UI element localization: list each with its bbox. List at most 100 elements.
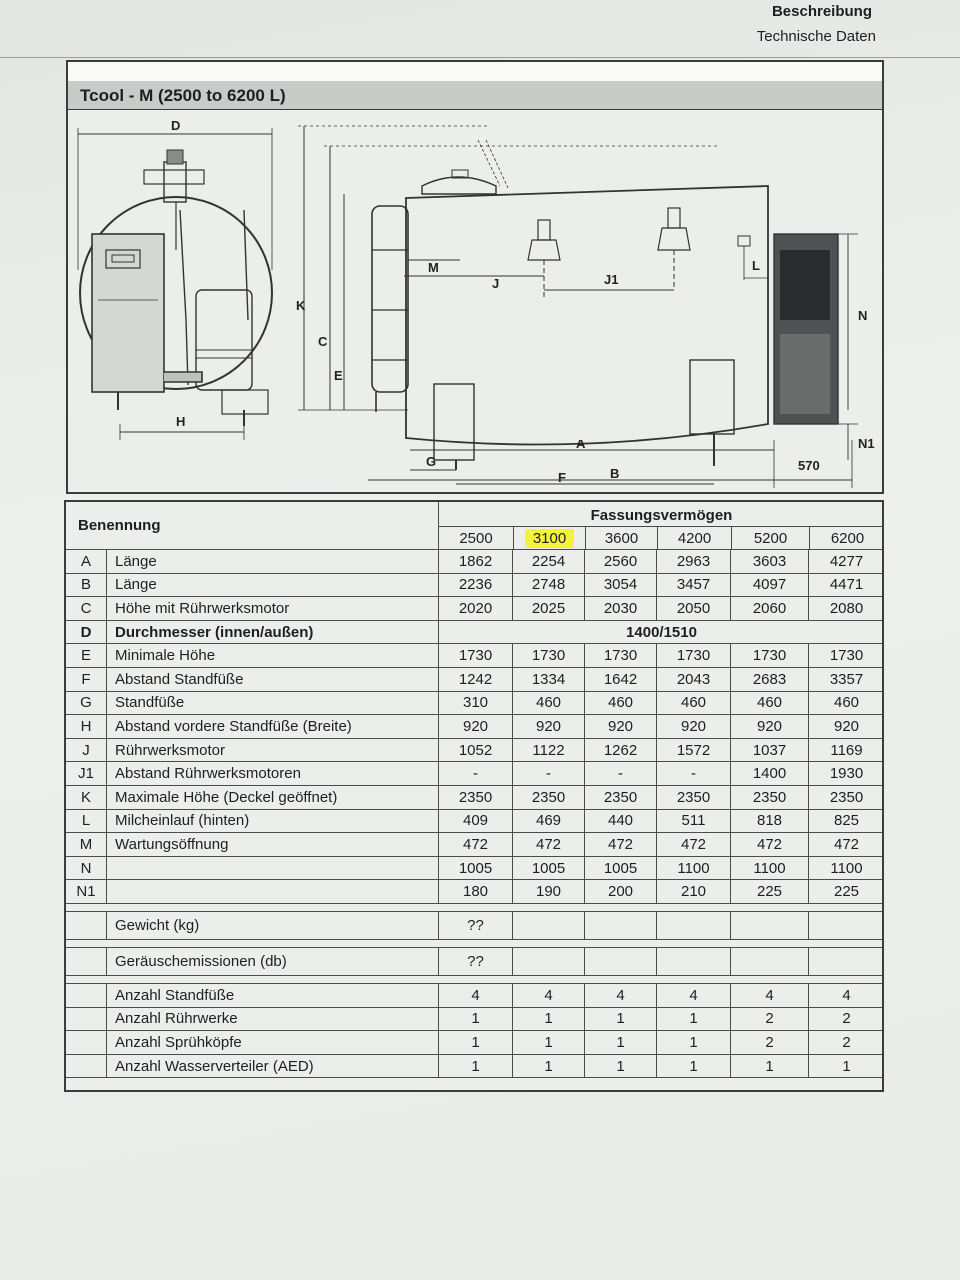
row-value: 2025	[512, 597, 584, 620]
capacity-value: 6200	[830, 530, 865, 547]
capacity-label: Fassungsvermögen	[590, 507, 733, 524]
capacity-2500: 2500	[439, 527, 513, 550]
row-value: 818	[730, 809, 808, 833]
row-value: 1262	[584, 738, 656, 762]
row-value: 460	[584, 691, 656, 715]
dim-label-l: L	[752, 258, 760, 273]
row-code: N1	[76, 883, 96, 901]
row-code	[66, 984, 106, 1007]
row-code	[66, 1008, 106, 1031]
dim-label-f: F	[558, 470, 566, 485]
row-value: 472	[584, 833, 656, 856]
row-value: 1	[584, 1054, 656, 1078]
row-value: 4	[808, 984, 884, 1007]
row-value: 2	[730, 1031, 808, 1054]
row-value: 180	[438, 880, 512, 903]
row-value: 920	[584, 715, 656, 738]
row-value: 1	[438, 1054, 512, 1078]
row-value: 920	[438, 715, 512, 738]
dim-label-570: 570	[798, 458, 820, 473]
dim-label-k: K	[296, 298, 306, 313]
row-value: 920	[808, 715, 884, 738]
row-value: 1862	[438, 550, 512, 573]
row-value: 1	[584, 1031, 656, 1054]
row-code: E	[80, 647, 91, 665]
row-value: -	[438, 762, 512, 785]
row-label: Höhe mit Rührwerksmotor	[106, 597, 438, 620]
row-value: 1	[656, 1007, 730, 1031]
row-value: 1	[584, 1007, 656, 1031]
tank-drawing: D H K C E	[77, 118, 875, 485]
row-value: 440	[584, 809, 656, 833]
row-value: 1169	[808, 738, 884, 762]
row-code: B	[80, 576, 91, 594]
header-divider	[0, 57, 960, 58]
row-code: C	[80, 599, 92, 617]
row-label: Abstand Rührwerksmotoren	[106, 762, 438, 785]
row-value	[808, 948, 884, 975]
row-code: L	[81, 812, 91, 830]
row-value	[730, 912, 808, 939]
row-value: 310	[438, 691, 512, 715]
row-label: Wartungsöffnung	[106, 833, 438, 856]
row-value: 472	[730, 833, 808, 856]
row-label: Rührwerksmotor	[106, 738, 438, 762]
row-value: 2020	[438, 597, 512, 620]
row-value	[512, 948, 584, 975]
row-value: 4	[730, 984, 808, 1007]
capacity-value: 3600	[604, 530, 639, 547]
row-code: A	[80, 552, 91, 570]
benennung-header: Benennung	[78, 517, 161, 534]
dim-label-d: D	[171, 118, 180, 133]
table-spacer	[66, 940, 882, 948]
row-value: 1730	[512, 644, 584, 667]
row-value: 1122	[512, 738, 584, 762]
row-value	[656, 912, 730, 939]
dim-label-b: B	[610, 466, 619, 481]
row-label: Länge	[106, 550, 438, 573]
row-label: Anzahl Rührwerke	[106, 1007, 438, 1031]
row-value: 1005	[512, 856, 584, 880]
row-code	[66, 948, 106, 975]
row-value	[656, 948, 730, 975]
row-value: 511	[656, 809, 730, 833]
row-value: 2	[808, 1031, 884, 1054]
drawing-title: Tcool - M (2500 to 6200 L)	[80, 86, 286, 105]
dim-label-m: M	[428, 260, 439, 275]
table-spacer	[66, 904, 882, 912]
row-code	[66, 1031, 106, 1054]
row-value: 2963	[656, 550, 730, 573]
row-value: 2748	[512, 573, 584, 597]
row-value: 3054	[584, 573, 656, 597]
row-code: N	[80, 859, 92, 877]
row-value: 2060	[730, 597, 808, 620]
row-value: 2043	[656, 668, 730, 691]
row-code: H	[80, 717, 92, 735]
row-value: 1052	[438, 738, 512, 762]
row-value: 2050	[656, 597, 730, 620]
row-value: 1	[808, 1054, 884, 1078]
row-value: -	[656, 762, 730, 785]
capacity-6200: 6200	[809, 527, 885, 550]
row-value: 472	[438, 833, 512, 856]
capacity-value: 2500	[459, 530, 493, 547]
row-value: 1	[512, 1054, 584, 1078]
row-value: 1930	[808, 762, 884, 785]
row-value: 469	[512, 809, 584, 833]
section-title: Beschreibung	[771, 3, 872, 20]
row-label: Gewicht (kg)	[106, 912, 438, 939]
dim-label-h: H	[176, 414, 185, 429]
row-value: 2350	[512, 786, 584, 809]
capacity-value: 4200	[677, 530, 712, 547]
row-value: 1	[512, 1031, 584, 1054]
row-value: 825	[808, 809, 884, 833]
